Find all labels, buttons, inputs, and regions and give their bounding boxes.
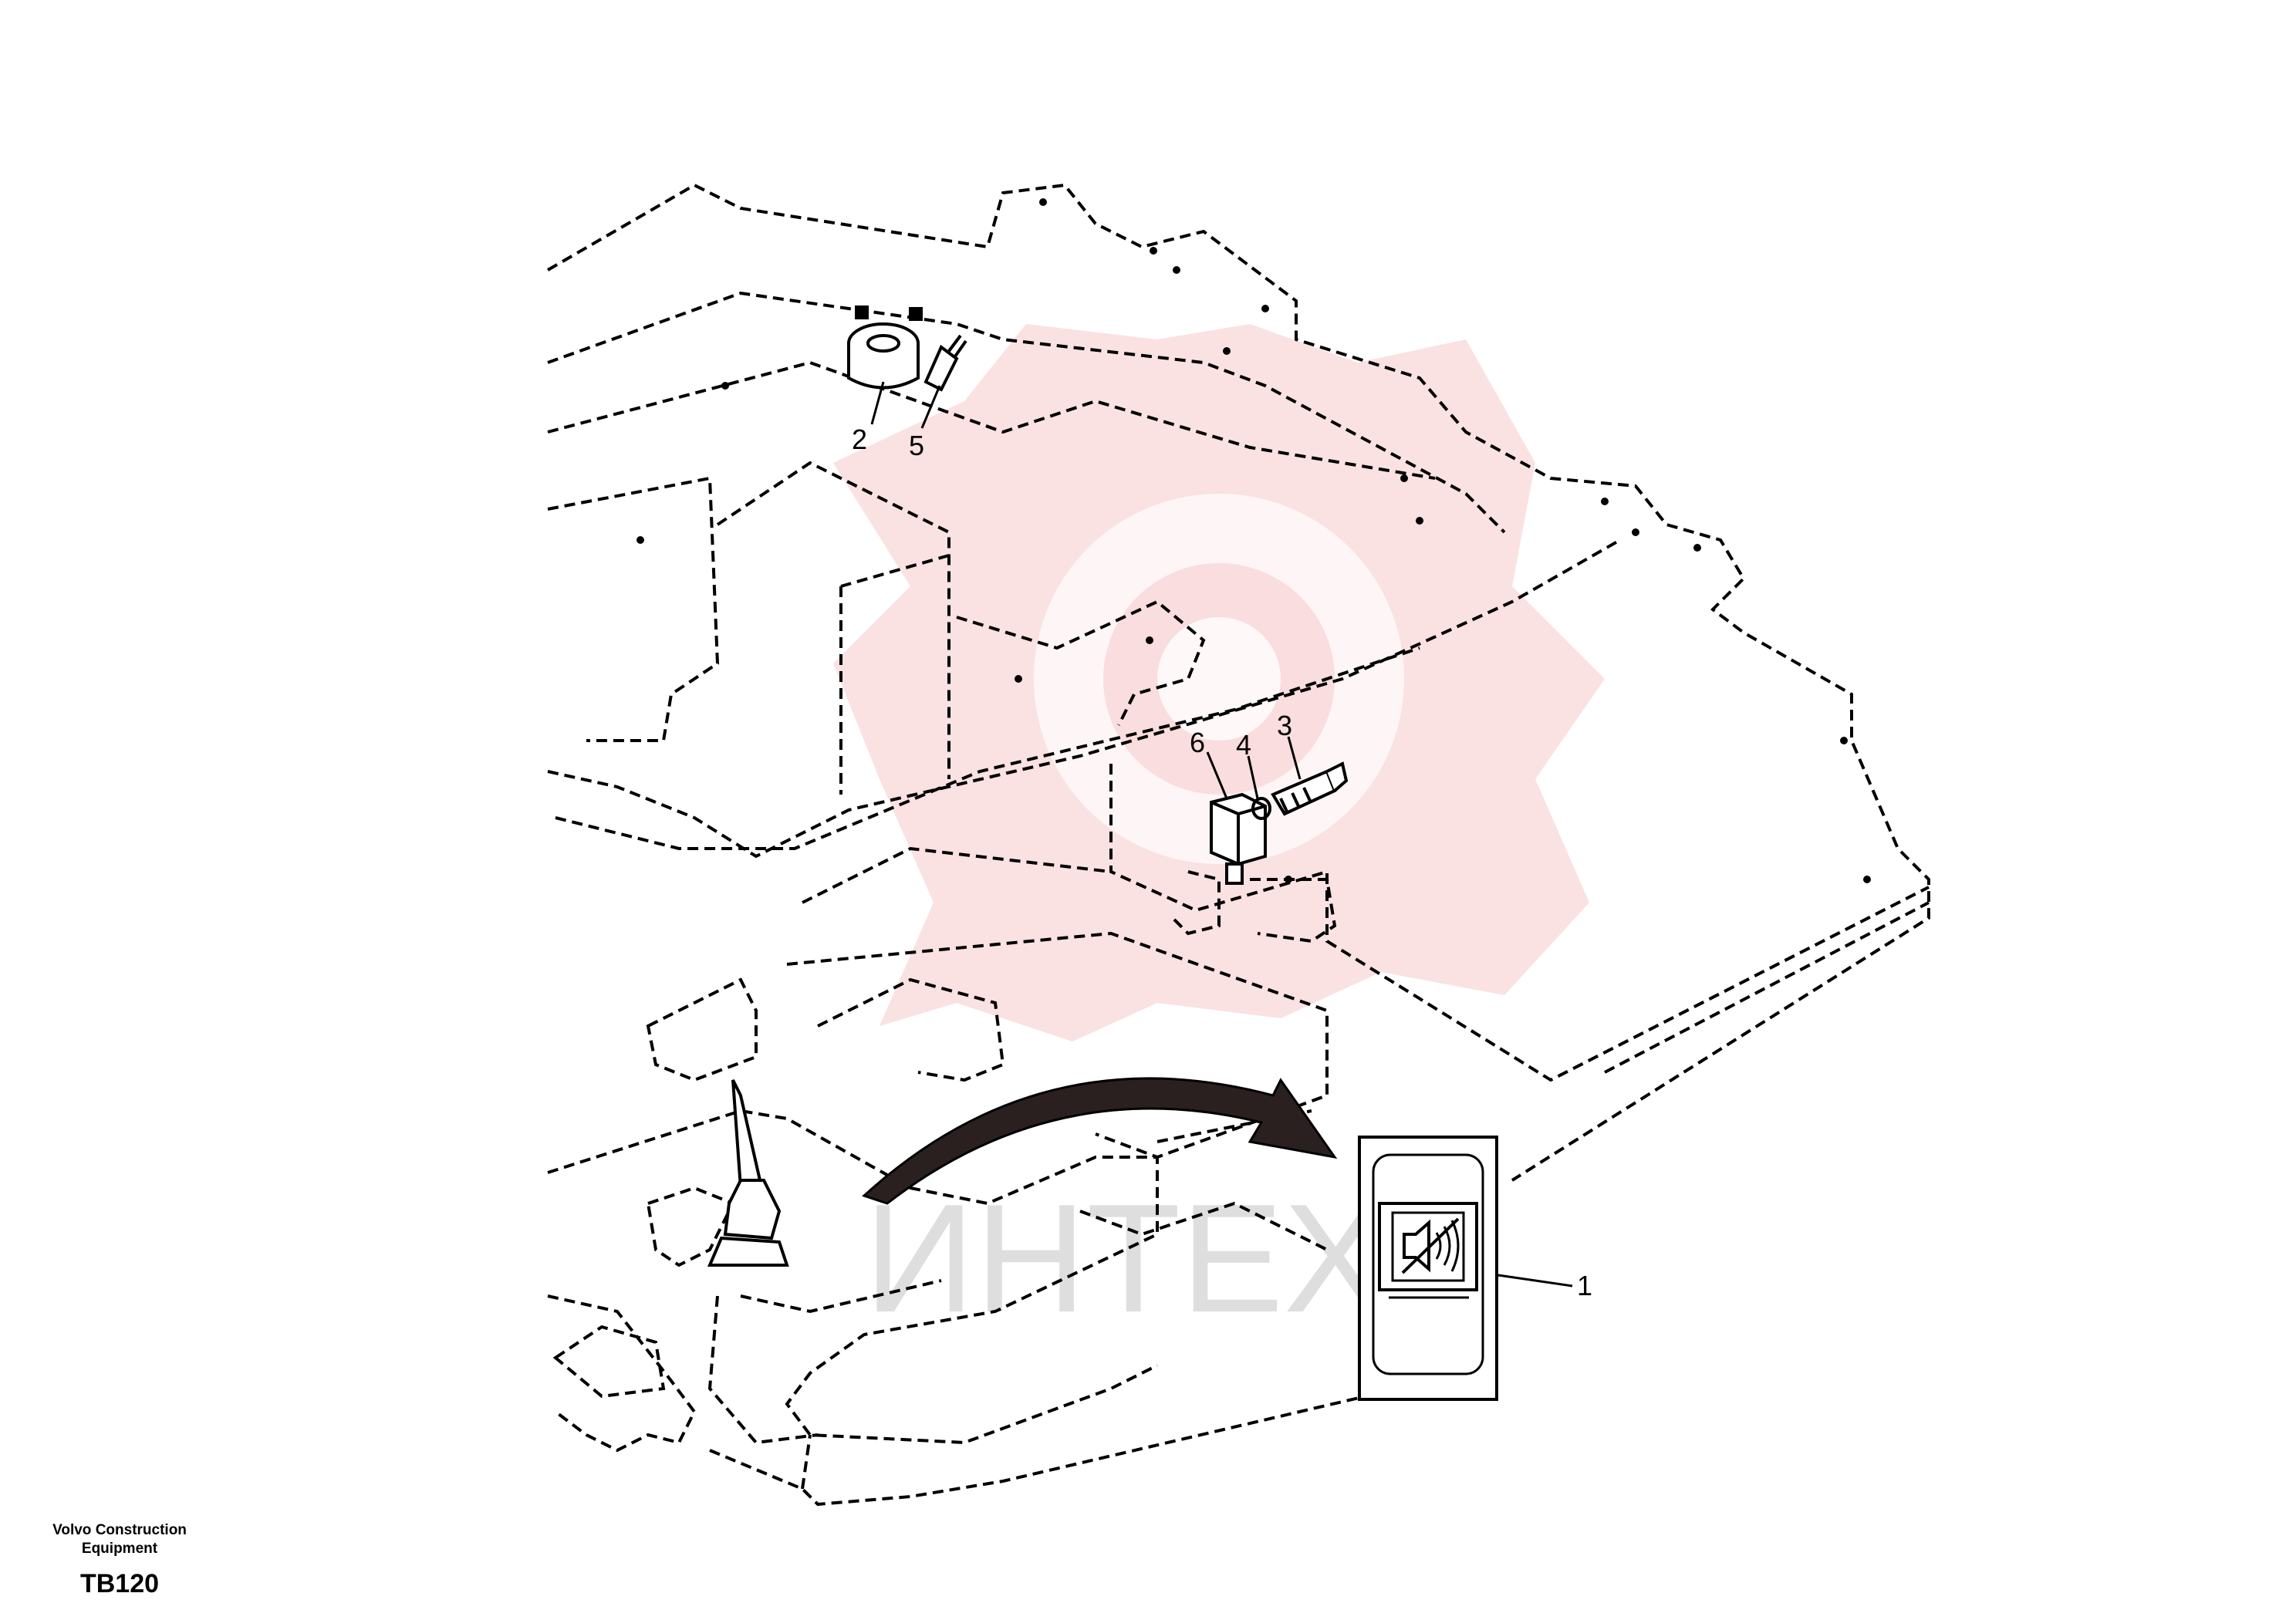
part-1-switch-panel xyxy=(1358,1136,1498,1401)
footer-block: Volvo Construction Equipment TB120 xyxy=(23,1521,216,1599)
joystick xyxy=(707,1079,789,1267)
callout-4: 4 xyxy=(1236,729,1251,761)
mute-speaker-icon xyxy=(1401,1217,1460,1274)
leader-lines xyxy=(870,381,1573,1288)
manufacturer-line-1: Volvo Construction xyxy=(52,1522,187,1538)
bolt-holes xyxy=(636,198,1871,883)
watermark-text: ИНТЕХ xyxy=(864,1173,1386,1345)
part-6-relay xyxy=(1210,792,1267,885)
callout-5: 5 xyxy=(909,430,924,461)
part-4-oring xyxy=(1251,797,1271,820)
callout-2: 2 xyxy=(852,424,867,455)
watermark-logo xyxy=(833,324,1605,1041)
part-5-screw xyxy=(923,334,967,392)
callout-6: 6 xyxy=(1190,727,1205,758)
curved-arrow xyxy=(862,1077,1338,1205)
machine-frame xyxy=(546,183,1930,1507)
part-3-switch xyxy=(1271,761,1349,816)
part-2-buzzer xyxy=(847,305,923,390)
diagram-code: TB120 xyxy=(79,1569,160,1598)
callout-1: 1 xyxy=(1577,1270,1592,1301)
callout-3: 3 xyxy=(1277,710,1292,741)
manufacturer-line-2: Equipment xyxy=(81,1541,158,1557)
